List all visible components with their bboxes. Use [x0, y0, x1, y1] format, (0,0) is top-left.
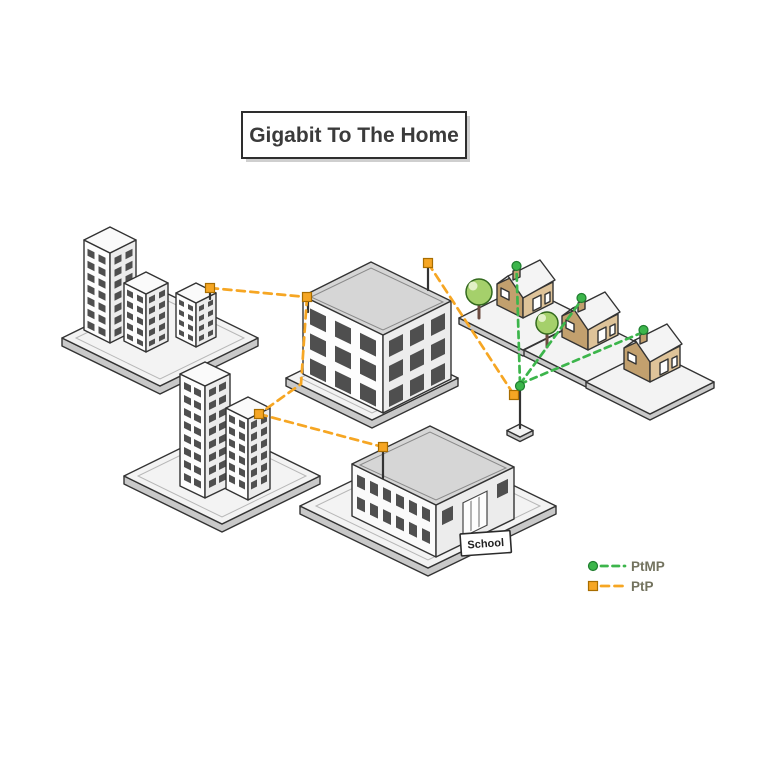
ptp-link	[257, 295, 309, 416]
office-cluster-top-left	[61, 226, 259, 395]
school-building: School	[299, 425, 557, 577]
page-title: Gigabit To The Home	[249, 124, 459, 147]
legend-label-ptp: PtP	[631, 579, 654, 594]
office-tower-middle	[123, 271, 169, 353]
entrance-door	[462, 490, 488, 538]
apartment-building	[285, 261, 459, 429]
legend-label-ptmp: PtMP	[631, 559, 665, 574]
ptmp-antenna-node	[638, 324, 649, 336]
windows-left-face	[127, 289, 143, 347]
school-sign-board	[459, 529, 513, 557]
school-sign: School	[459, 529, 513, 557]
ptp-antenna-node	[204, 282, 216, 294]
ptp-link	[426, 261, 516, 397]
windows-left-face	[87, 248, 106, 338]
office-tower-tall	[83, 226, 137, 344]
title-box-frame	[241, 111, 467, 159]
ptmp-link	[518, 330, 645, 386]
ptp-links	[208, 261, 516, 449]
pole-base-top	[506, 423, 534, 438]
ptp-antenna-node	[377, 441, 389, 453]
network-nodes	[204, 257, 649, 453]
legend-item-ptmp: PtMP	[587, 559, 665, 574]
windows-right-face	[209, 381, 226, 492]
entrance-face	[442, 478, 508, 538]
ptp-link	[208, 286, 309, 299]
ptmp-antenna-node	[511, 260, 522, 272]
title-box: Gigabit To The Home	[241, 111, 470, 162]
roof-inner-line	[309, 267, 445, 331]
window	[442, 505, 453, 526]
ptp-antenna-node	[508, 389, 520, 401]
office-cluster-mid-left	[123, 361, 321, 533]
windows-right-face	[389, 313, 445, 408]
ptmp-link	[515, 266, 522, 386]
ptmp-links	[515, 266, 645, 386]
tree-icon	[465, 278, 493, 320]
distribution-pole	[506, 388, 534, 443]
window	[497, 478, 508, 499]
ptp-link	[257, 412, 385, 449]
ptp-marker-icon	[587, 580, 599, 592]
roof-inner-line	[358, 431, 508, 501]
windows-left-face	[357, 474, 430, 549]
windows-left-face	[184, 381, 201, 492]
ptp-antenna-node	[253, 408, 265, 420]
ptmp-hub-node	[514, 380, 526, 392]
ptmp-link	[518, 298, 583, 386]
office-tower-small	[175, 282, 217, 348]
residential-block	[458, 259, 715, 443]
school-sign-text: School	[467, 537, 504, 552]
office-tower-tall-2	[179, 361, 231, 499]
legend: PtMP PtP	[587, 559, 665, 594]
ptmp-antenna-node	[576, 292, 587, 304]
windows-right-face	[149, 289, 165, 347]
ptp-antenna-node	[422, 257, 434, 269]
platform-inner-line	[136, 434, 308, 518]
tree-icon	[535, 311, 559, 349]
legend-item-ptp: PtP	[587, 579, 654, 594]
windows-left-face	[310, 308, 376, 407]
ptmp-marker-icon	[587, 560, 599, 572]
ptp-antenna-node	[301, 291, 313, 303]
